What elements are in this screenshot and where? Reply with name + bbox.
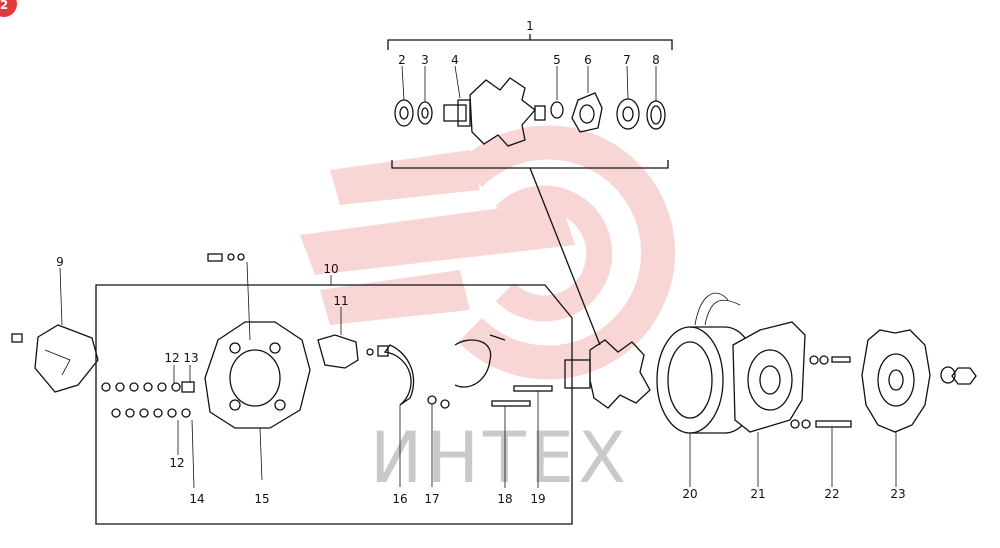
part-clip-17 (427, 334, 506, 487)
part-stator-20 (656, 292, 759, 487)
callout-4: 4 (451, 53, 459, 67)
callout-10: 10 (323, 262, 338, 276)
part-stator-ring-16 (383, 344, 415, 487)
part-fan-23 (861, 329, 931, 487)
part-bearing-7 (616, 65, 640, 130)
callout-1: 1 (526, 19, 534, 33)
callout-7: 7 (623, 53, 631, 67)
callout-13: 13 (183, 351, 198, 365)
callout-11: 11 (333, 294, 348, 308)
callout-12b: 12 (169, 456, 184, 470)
part-regulator-9 (11, 267, 99, 393)
part-washer-8 (646, 66, 666, 130)
callout-22: 22 (824, 487, 839, 501)
part-plate-6 (571, 66, 603, 133)
part-brush-holder-11 (317, 307, 389, 369)
callout-12a: 12 (164, 351, 179, 365)
callout-3: 3 (421, 53, 429, 67)
callout-18: 18 (497, 492, 512, 506)
part-rotor-large (564, 339, 651, 409)
part-bearing-2 (394, 65, 414, 127)
callout-17: 17 (424, 492, 439, 506)
callout-15: 15 (254, 492, 269, 506)
svg-text:2: 2 (0, 0, 8, 12)
part-nut-row-lower (111, 408, 191, 418)
part-end-housing-21 (732, 321, 806, 487)
callout-21: 21 (750, 487, 765, 501)
callout-16: 16 (392, 492, 407, 506)
callout-labels: 1 2 3 4 5 6 7 8 9 10 11 12 13 12 14 15 1… (56, 19, 905, 506)
part-bolt-19 (513, 385, 553, 488)
callout-19: 19 (530, 492, 545, 506)
callout-23: 23 (890, 487, 905, 501)
part-screw-top (207, 253, 251, 341)
callout-6: 6 (584, 53, 592, 67)
watermark-logo (300, 125, 676, 380)
part-ring-5 (550, 66, 564, 119)
callout-9: 9 (56, 255, 64, 269)
part-washer-3 (417, 66, 433, 125)
callout-2: 2 (398, 53, 406, 67)
leader-14 (191, 419, 195, 489)
part-nut-washer (940, 366, 977, 385)
corner-badge: 2 (0, 0, 17, 17)
group-frame-10 (95, 275, 573, 525)
callout-5: 5 (553, 53, 561, 67)
watermark-text: ИНТЕХ (370, 417, 630, 499)
part-bolt-18 (491, 400, 531, 488)
part-bolt-22 (790, 419, 852, 487)
part-washers-upper (809, 355, 851, 365)
rotor-kit-bracket (387, 34, 673, 346)
part-rotor-4 (443, 65, 546, 147)
part-housing-15 (204, 321, 311, 481)
part-nut-row-upper (101, 381, 195, 393)
callout-8: 8 (652, 53, 660, 67)
callout-20: 20 (682, 487, 697, 501)
callout-14: 14 (189, 492, 204, 506)
